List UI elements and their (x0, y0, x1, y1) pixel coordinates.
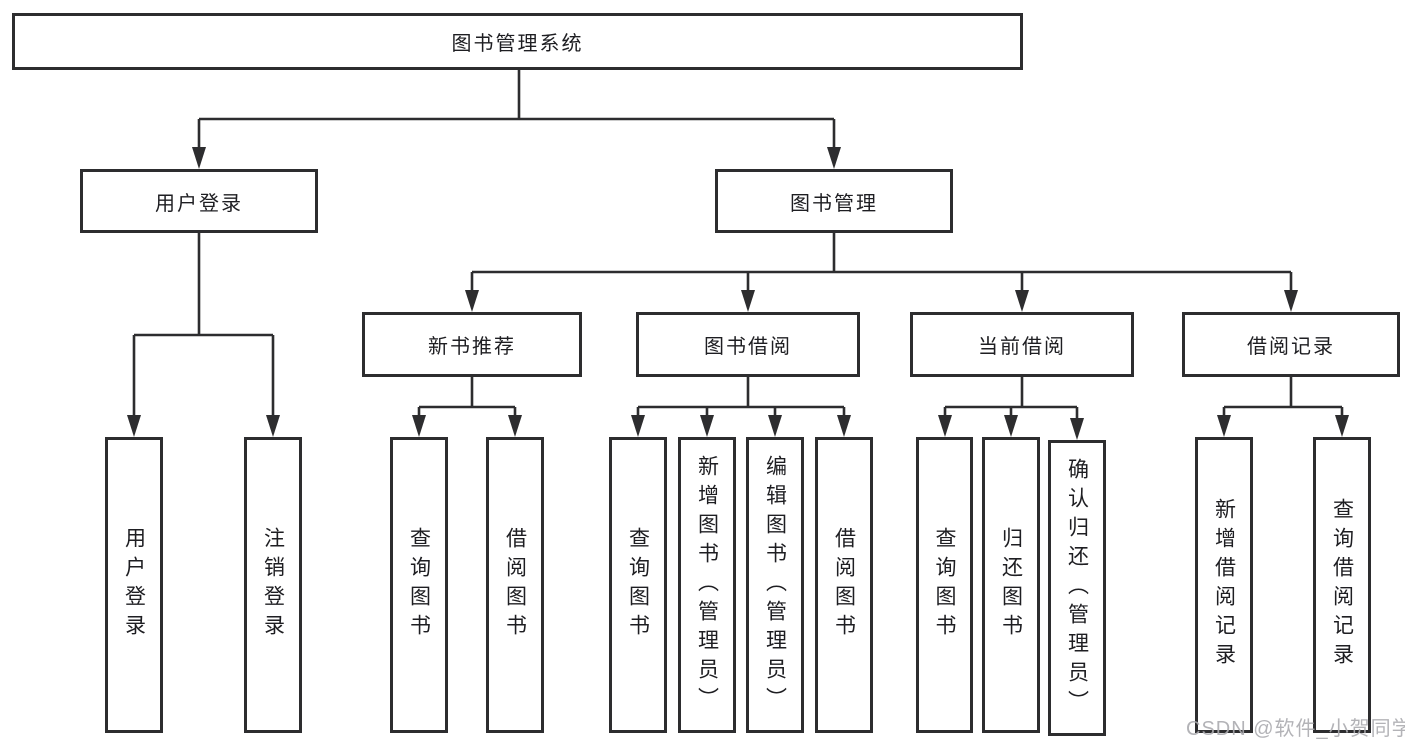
node-label: 用户登录 (122, 527, 146, 643)
node-leaf-rec-borrow-books: 借阅图书 (486, 437, 544, 733)
node-library-management-system: 图书管理系统 (12, 13, 1023, 70)
node-leaf-cb-query-books: 查询图书 (916, 437, 973, 733)
node-label: 借阅图书 (503, 527, 527, 643)
node-label: 编辑图书（管理员） (763, 454, 787, 716)
node-label: 图书借阅 (704, 336, 792, 358)
node-leaf-cb-return-books: 归还图书 (982, 437, 1040, 733)
node-new-book-recommendation: 新书推荐 (362, 312, 582, 377)
node-leaf-bb-edit-books-admin: 编辑图书（管理员） (746, 437, 804, 733)
node-leaf-logout: 注销登录 (244, 437, 302, 733)
node-book-management: 图书管理 (715, 169, 953, 233)
node-borrowing-records: 借阅记录 (1182, 312, 1400, 377)
node-label: 借阅记录 (1247, 336, 1335, 358)
node-label: 图书管理 (790, 192, 878, 215)
node-leaf-user-login: 用户登录 (105, 437, 163, 733)
node-label: 查询图书 (933, 527, 956, 643)
node-leaf-br-query-record: 查询借阅记录 (1313, 437, 1371, 733)
node-leaf-cb-confirm-return-admin: 确认归还（管理员） (1048, 440, 1106, 736)
node-book-borrowing: 图书借阅 (636, 312, 860, 377)
node-label: 确认归还（管理员） (1065, 457, 1089, 719)
node-label: 当前借阅 (978, 336, 1066, 358)
node-label: 查询借阅记录 (1330, 498, 1354, 672)
node-user-login-branch: 用户登录 (80, 169, 318, 233)
csdn-watermark: CSDN @软件_小贺同学 (1186, 718, 1405, 740)
node-leaf-br-add-record: 新增借阅记录 (1195, 437, 1253, 733)
node-label: 图书管理系统 (451, 33, 584, 55)
node-label: 查询图书 (626, 527, 650, 643)
node-leaf-bb-add-books-admin: 新增图书（管理员） (678, 437, 736, 733)
node-current-borrowing: 当前借阅 (910, 312, 1134, 377)
node-leaf-rec-query-books: 查询图书 (390, 437, 448, 733)
node-label: 归还图书 (999, 527, 1023, 643)
node-label: 借阅图书 (832, 527, 856, 643)
node-label: 注销登录 (261, 527, 285, 643)
node-label: 新增图书（管理员） (695, 454, 719, 716)
node-leaf-bb-query-books: 查询图书 (609, 437, 667, 733)
node-label: 新增借阅记录 (1212, 498, 1236, 672)
node-leaf-bb-borrow-books: 借阅图书 (815, 437, 873, 733)
node-label: 新书推荐 (428, 336, 516, 358)
node-label: 查询图书 (407, 527, 431, 643)
node-label: 用户登录 (155, 192, 243, 215)
